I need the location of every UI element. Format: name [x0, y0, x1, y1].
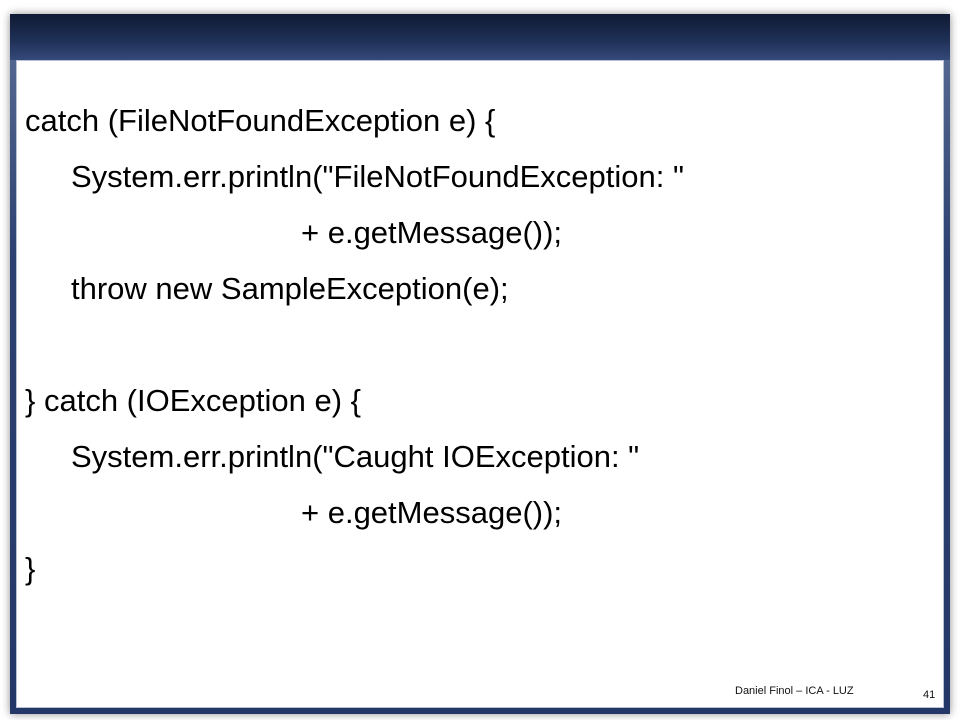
code-line-catch-filenotfound: catch (FileNotFoundException e) { — [25, 103, 496, 138]
code-line-closing-brace: } — [25, 551, 36, 586]
slide-content: catch (FileNotFoundException e) { System… — [16, 60, 944, 708]
code-line-getmessage-1: + e.getMessage()); — [301, 215, 563, 250]
footer-author: Daniel Finol – ICA - LUZ — [735, 685, 854, 697]
code-line-catch-ioexception: } catch (IOException e) { — [25, 383, 362, 418]
code-line-println-ioexception: System.err.println("Caught IOException: … — [71, 439, 640, 474]
code-line-throw: throw new SampleException(e); — [71, 271, 509, 306]
slide-frame: catch (FileNotFoundException e) { System… — [10, 14, 950, 714]
header-band — [10, 14, 950, 60]
code-line-getmessage-2: + e.getMessage()); — [301, 495, 563, 530]
page-number: 41 — [923, 689, 936, 701]
code-line-println-filenotfound: System.err.println("FileNotFoundExceptio… — [71, 159, 684, 194]
